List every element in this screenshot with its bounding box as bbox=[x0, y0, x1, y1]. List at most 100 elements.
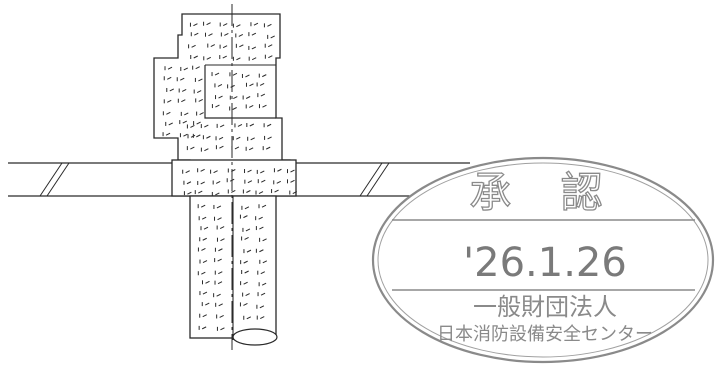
stipple-mark bbox=[205, 302, 210, 306]
stipple-mark bbox=[219, 315, 224, 318]
stipple-mark bbox=[243, 281, 248, 285]
stipple-mark bbox=[258, 216, 263, 220]
stipple-mark bbox=[265, 146, 271, 150]
stipple-mark bbox=[244, 237, 249, 240]
stipple-mark bbox=[198, 98, 203, 102]
stipple-mark bbox=[262, 104, 267, 108]
stipple-mark bbox=[259, 226, 264, 230]
stipple-mark bbox=[208, 33, 213, 37]
stipple-mark bbox=[268, 55, 273, 59]
stipple-mark bbox=[202, 314, 207, 318]
approval-stamp: 承 認 '26.1.26 一般財団法人 日本消防設備安全センター bbox=[371, 156, 715, 364]
stipple-mark bbox=[165, 132, 171, 136]
stipple-mark bbox=[253, 22, 259, 26]
stipple-mark bbox=[232, 72, 238, 76]
stipple-mark bbox=[259, 305, 265, 309]
stipple-mark bbox=[250, 137, 255, 141]
stipple-mark bbox=[239, 44, 244, 48]
stipple-mark bbox=[200, 204, 206, 208]
stamp-title: 承 認 bbox=[469, 168, 620, 217]
stipple-mark bbox=[210, 44, 216, 48]
stipple-mark bbox=[206, 135, 211, 139]
stipple-mark bbox=[219, 145, 224, 149]
stipple-mark bbox=[204, 124, 209, 128]
upper-concrete-body bbox=[153, 13, 291, 164]
stipple-mark bbox=[215, 181, 221, 184]
stamp-inner-ellipse bbox=[377, 162, 709, 358]
stipple-mark bbox=[204, 148, 209, 152]
stamp-outer-ellipse bbox=[371, 156, 715, 364]
stipple-mark bbox=[248, 147, 254, 151]
stipple-mark bbox=[220, 327, 225, 331]
stipple-mark bbox=[201, 216, 207, 220]
stipple-mark bbox=[183, 133, 188, 137]
stipple-mark bbox=[186, 181, 192, 185]
stipple-mark bbox=[243, 215, 248, 219]
stipple-mark bbox=[198, 78, 203, 82]
stipple-mark bbox=[259, 83, 265, 86]
stipple-mark bbox=[249, 83, 254, 87]
stipple-mark bbox=[246, 190, 251, 193]
stipple-mark bbox=[220, 238, 225, 242]
stipple-mark bbox=[230, 84, 235, 88]
stipple-mark bbox=[196, 134, 201, 138]
stipple-mark bbox=[206, 22, 211, 26]
stipple-mark bbox=[218, 303, 223, 307]
stamp-org-line2: 日本消防設備安全センター bbox=[437, 324, 653, 345]
stipple-mark bbox=[201, 248, 206, 251]
stipple-mark bbox=[238, 34, 244, 37]
stamp-date: '26.1.26 bbox=[463, 240, 627, 286]
stipple-mark bbox=[261, 204, 267, 208]
stipple-mark bbox=[215, 192, 220, 196]
stipple-mark bbox=[245, 228, 251, 232]
stipple-mark bbox=[222, 45, 228, 49]
stipple-mark bbox=[236, 24, 241, 28]
stipple-mark bbox=[195, 66, 200, 70]
stipple-mark bbox=[259, 249, 264, 253]
stipple-mark bbox=[243, 260, 248, 264]
stipple-mark bbox=[182, 120, 187, 124]
stipple-mark bbox=[191, 44, 196, 48]
stipple-mark bbox=[219, 124, 225, 128]
stipple-mark bbox=[181, 89, 187, 92]
stipple-mark bbox=[194, 32, 199, 36]
stipple-mark bbox=[243, 302, 248, 306]
stipple-mark bbox=[244, 206, 250, 210]
stipple-mark bbox=[251, 32, 257, 36]
stipple-mark bbox=[201, 271, 206, 275]
stipple-mark bbox=[245, 293, 250, 297]
stipple-mark bbox=[266, 123, 272, 127]
stipple-mark bbox=[260, 316, 265, 320]
stipple-mark bbox=[222, 55, 227, 59]
stipple-mark bbox=[260, 271, 266, 275]
stipple-mark bbox=[167, 76, 172, 80]
stipple-mark bbox=[167, 99, 172, 103]
stipple-mark bbox=[234, 146, 240, 150]
stipple-mark bbox=[222, 23, 228, 26]
stipple-mark bbox=[218, 271, 223, 275]
stipple-mark bbox=[217, 83, 223, 87]
concrete-stipple bbox=[162, 21, 298, 331]
stipple-mark bbox=[236, 136, 241, 140]
stipple-mark bbox=[262, 260, 268, 264]
stipple-mark bbox=[218, 95, 223, 99]
stipple-mark bbox=[246, 249, 252, 253]
stipple-mark bbox=[196, 90, 202, 93]
stipple-mark bbox=[190, 134, 196, 138]
stipple-mark bbox=[245, 96, 251, 99]
stipple-mark bbox=[167, 66, 173, 70]
stipple-mark bbox=[199, 112, 204, 116]
stipple-mark bbox=[248, 104, 254, 108]
stipple-mark bbox=[251, 57, 257, 61]
stipple-mark bbox=[214, 72, 220, 76]
stipple-mark bbox=[262, 238, 267, 242]
stipple-mark bbox=[201, 326, 207, 330]
stipple-mark bbox=[290, 179, 295, 183]
stipple-mark bbox=[166, 111, 171, 115]
stipple-mark bbox=[205, 280, 210, 284]
stipple-mark bbox=[218, 248, 223, 252]
stipple-mark bbox=[260, 170, 265, 174]
stipple-mark bbox=[245, 74, 250, 78]
stipple-mark bbox=[290, 169, 295, 173]
stipple-mark bbox=[185, 170, 190, 174]
